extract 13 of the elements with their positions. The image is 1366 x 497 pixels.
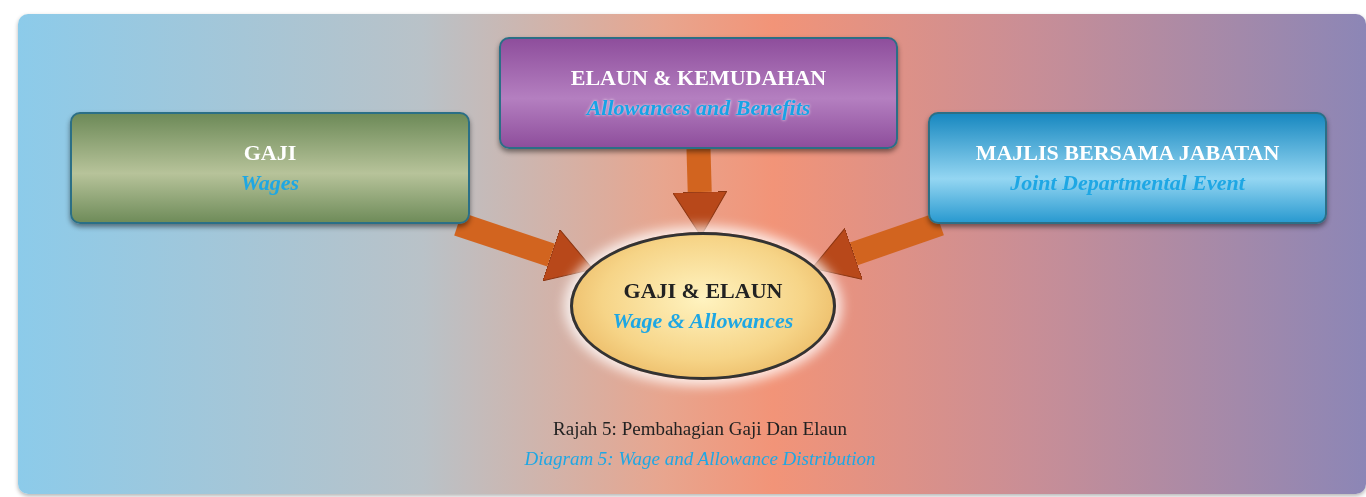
node-heading: ELAUN & KEMUDAHAN — [570, 64, 827, 92]
node-heading: MAJLIS BERSAMA JABATAN — [975, 139, 1280, 167]
node-heading: GAJI — [243, 139, 297, 167]
category-box — [70, 112, 470, 224]
category-box — [499, 37, 898, 149]
node-subtitle: Allowances and Benefits — [586, 94, 811, 122]
caption: Rajah 5: Pembahagian Gaji Dan Elaun — [552, 418, 848, 440]
node-subtitle: Wage & Allowances — [612, 307, 794, 335]
node-heading: GAJI & ELAUN — [623, 277, 783, 305]
caption: Diagram 5: Wage and Allowance Distribution — [523, 448, 877, 470]
node-subtitle: Wages — [240, 169, 300, 197]
category-box — [928, 112, 1327, 224]
node-subtitle: Joint Departmental Event — [1010, 169, 1245, 197]
